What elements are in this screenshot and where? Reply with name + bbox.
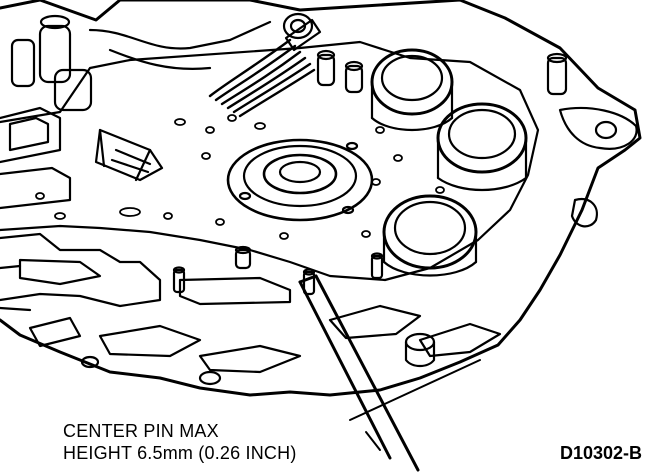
servo-bore-middle — [436, 102, 528, 192]
figure-id: D10302-B — [559, 443, 642, 463]
separator-plate — [0, 40, 540, 282]
center-pin — [302, 268, 316, 296]
callout-line-2: HEIGHT 6.5mm (0.26 INCH) — [63, 443, 297, 463]
left-boss-top — [39, 14, 71, 30]
harness-connector — [282, 12, 322, 52]
left-boss-3 — [53, 68, 93, 112]
wire-harness — [208, 38, 316, 118]
callout-line-1: CENTER PIN MAX — [63, 421, 219, 441]
bottom-bosses — [80, 332, 436, 386]
top-left-channel-2 — [108, 48, 212, 70]
left-boss-1 — [10, 38, 36, 88]
center-pin-callout: CENTER PIN MAX HEIGHT 6.5mm (0.26 INCH) — [63, 420, 297, 464]
left-channels — [0, 106, 164, 210]
boss-b — [344, 64, 364, 94]
right-mount-ear — [546, 52, 638, 228]
lower-passages — [0, 232, 502, 374]
boss-a — [316, 53, 336, 87]
left-boss-2 — [38, 24, 72, 84]
center-seal — [226, 138, 374, 222]
plate-pins — [172, 245, 384, 294]
servo-bore-bottom — [382, 194, 478, 277]
servo-bore-top — [370, 48, 454, 132]
measuring-tool — [298, 274, 420, 472]
plate-holes — [35, 114, 445, 240]
callout-leader — [349, 359, 481, 451]
housing-outline — [0, 0, 642, 397]
top-left-channel — [88, 20, 272, 50]
